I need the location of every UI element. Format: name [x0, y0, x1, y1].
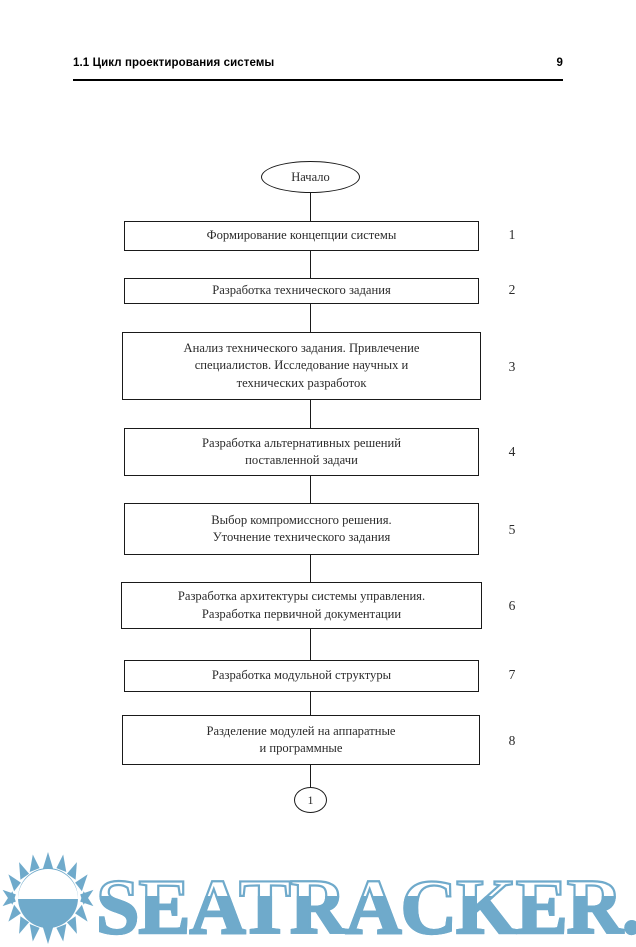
- node-4-line-2: поставленной задачи: [245, 453, 358, 467]
- watermark: SEATRACKER.RU SEATRACKER.RU: [0, 845, 636, 947]
- node-5-line-1: Выбор компромиссного решения.: [211, 512, 392, 527]
- connector-3-to-4: [310, 400, 312, 428]
- flowchart-node-1: Формирование концепции системы: [124, 221, 479, 251]
- offpage-connector-label: 1: [307, 792, 314, 807]
- connector-2-to-3: [310, 304, 312, 332]
- connector-1-to-2: [310, 251, 312, 278]
- node-8-line-2: и программные: [259, 741, 343, 755]
- start-terminator-label: Начало: [291, 169, 330, 184]
- node-6-line-2: Разработка первичной документации: [201, 606, 402, 621]
- node-3-line-3: технических разработок: [236, 375, 367, 390]
- node-3-line-1: Анализ технического задания. Привлечение: [183, 340, 420, 355]
- connector-start-to-1: [310, 192, 312, 222]
- step-number-7: 7: [508, 667, 516, 682]
- node-5-line-2: Уточнение технического задания: [212, 530, 391, 544]
- node-4-line-1: Разработка альтернативных решений: [201, 435, 402, 450]
- watermark-text: SEATRACKER.RU SEATRACKER.RU: [95, 862, 636, 947]
- node-7-line-1: Разработка модульной структуры: [211, 668, 392, 683]
- flowchart-node-6: Разработка архитектуры системы управлени…: [121, 582, 482, 629]
- page-title: 1.1 Цикл проектирования системы: [73, 57, 275, 69]
- flowchart-node-2: Разработка технического задания: [124, 278, 479, 304]
- connector-8-to-offpage: [310, 765, 312, 788]
- step-number-5: 5: [508, 522, 516, 537]
- step-number-8: 8: [508, 733, 516, 748]
- flowchart-node-8: Разделение модулей на аппаратные и прогр…: [122, 715, 480, 765]
- step-number-6: 6: [508, 598, 516, 613]
- node-8-line-1: Разделение модулей на аппаратные: [206, 723, 396, 738]
- flowchart-node-7: Разработка модульной структуры: [124, 660, 479, 692]
- step-number-2: 2: [508, 282, 516, 297]
- node-6-line-1: Разработка архитектуры системы управлени…: [177, 589, 426, 604]
- step-number-4: 4: [508, 444, 516, 459]
- flowchart-start-terminator: Начало: [261, 161, 360, 193]
- flowchart-diagram: Начало Формирование концепции системы 1 …: [121, 161, 516, 813]
- node-2-line-1: Разработка технического задания: [212, 283, 391, 298]
- connector-7-to-8: [310, 692, 312, 715]
- node-1-line-1: Формирование концепции системы: [206, 228, 397, 243]
- svg-text:SEATRACKER.RU: SEATRACKER.RU: [96, 863, 636, 947]
- page-header: 1.1 Цикл проектирования системы 9: [73, 57, 563, 81]
- page-number: 9: [556, 57, 563, 69]
- flowchart-offpage-connector: 1: [294, 787, 327, 813]
- flowchart-node-4: Разработка альтернативных решений постав…: [124, 428, 479, 476]
- step-number-3: 3: [508, 359, 516, 374]
- flowchart-node-5: Выбор компромиссного решения. Уточнение …: [124, 503, 479, 555]
- step-number-1: 1: [508, 227, 516, 242]
- svg-text:SEATRACKER.RU: SEATRACKER.RU: [96, 863, 636, 947]
- node-3-line-2: специалистов. Исследование научных и: [194, 358, 409, 373]
- connector-5-to-6: [310, 555, 312, 582]
- connector-4-to-5: [310, 476, 312, 503]
- flowchart-node-3: Анализ технического задания. Привлечение…: [122, 332, 481, 400]
- connector-6-to-7: [310, 629, 312, 660]
- sun-logo-icon: [2, 852, 94, 944]
